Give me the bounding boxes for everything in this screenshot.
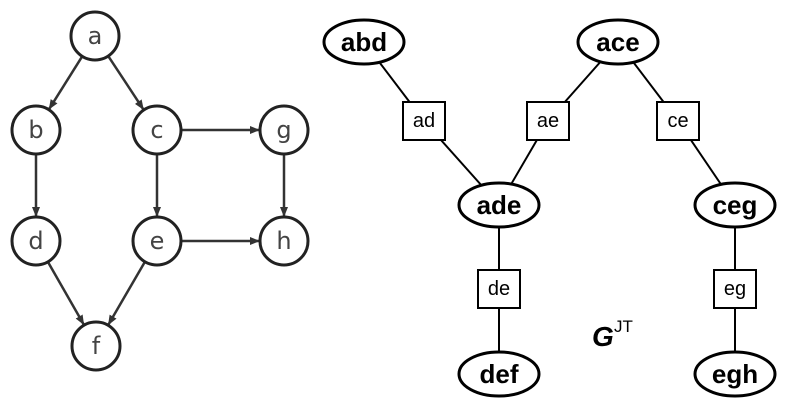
caption-main: G — [592, 321, 614, 352]
edge-a-c — [107, 55, 145, 110]
node-f: f — [70, 320, 122, 372]
node-g: g — [258, 104, 310, 156]
node-label: h — [276, 227, 291, 255]
node-d: d — [10, 215, 62, 267]
node-b: b — [10, 104, 62, 156]
caption-superscript: JT — [614, 317, 633, 336]
separator-de: de — [477, 269, 521, 309]
node-label: d — [28, 227, 43, 255]
node-h: h — [258, 215, 310, 267]
clique-label: egh — [712, 359, 758, 389]
clique-label: abd — [341, 27, 387, 57]
separator-label: ad — [413, 110, 435, 132]
node-label: e — [150, 227, 165, 255]
node-label: g — [276, 116, 291, 144]
clique-ade: ade — [457, 181, 541, 229]
separator-label: eg — [724, 278, 746, 300]
left-graph-nodes: a b c g d e h f — [10, 10, 310, 372]
clique-def: def — [457, 350, 541, 398]
left-graph-edges — [32, 55, 288, 326]
junction-tree-edges — [363, 41, 736, 374]
node-label: c — [150, 116, 163, 144]
separator-ae: ae — [526, 101, 570, 141]
node-label: f — [92, 332, 101, 360]
node-e: e — [131, 215, 183, 267]
separator-eg: eg — [713, 269, 757, 309]
junction-tree-cliques: abd ace ade ceg def egh — [322, 18, 777, 398]
edge-e-f — [107, 261, 147, 326]
separator-label: de — [488, 278, 510, 300]
separator-ce: ce — [656, 101, 700, 141]
junction-tree-separators: ad ae ce de eg — [402, 101, 757, 309]
separator-label: ae — [537, 110, 559, 132]
clique-ace: ace — [576, 18, 660, 66]
node-label: a — [88, 22, 103, 50]
clique-label: ace — [596, 27, 639, 57]
separator-ad: ad — [402, 101, 446, 141]
clique-ceg: ceg — [693, 181, 777, 229]
separator-label: ce — [667, 110, 688, 132]
clique-egh: egh — [693, 350, 777, 398]
node-a: a — [69, 10, 121, 62]
edge-a-b — [48, 55, 84, 110]
clique-label: ade — [477, 190, 522, 220]
clique-label: def — [480, 359, 519, 389]
edge-d-f — [46, 261, 85, 326]
node-label: b — [28, 116, 43, 144]
node-c: c — [131, 104, 183, 156]
clique-abd: abd — [322, 18, 406, 66]
clique-label: ceg — [713, 190, 758, 220]
